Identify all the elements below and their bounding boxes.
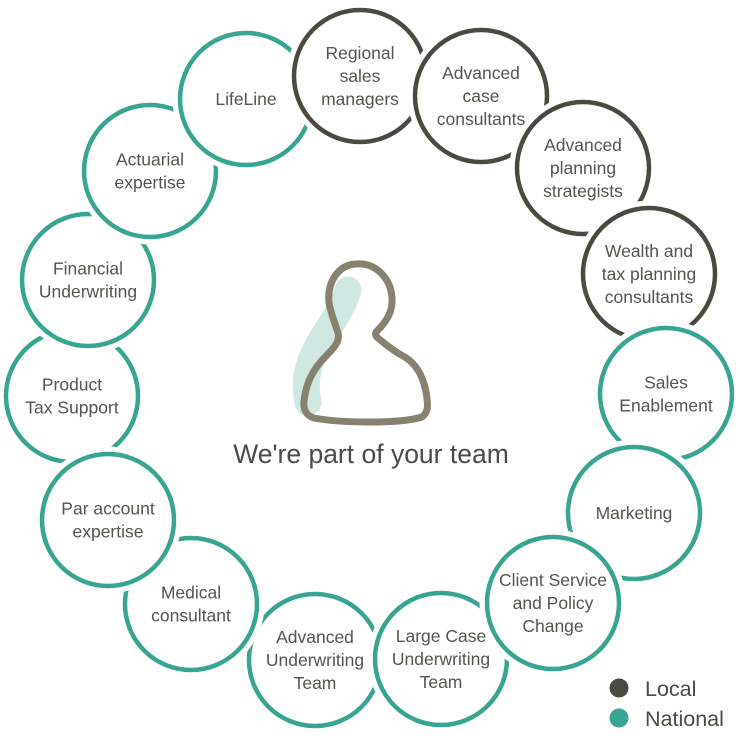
ring-item-label: LifeLine [215,89,276,109]
ring-item-label-line: Regional [325,43,394,63]
ring-item-advanced-planning-strategists: Advanced planning strategists [509,94,657,242]
ring-item-label-line: Financial [53,259,123,279]
ring-item-wealth-and-tax-planning-consultants: Wealth and tax planning consultants [575,200,723,348]
ring-item-label-line: case [463,86,500,106]
ring-item-label-line: LifeLine [215,89,276,109]
ring-item-label-line: Advanced [544,135,622,155]
ring-item-label-line: consultants [437,109,526,129]
ring-item-label-line: Underwriting [39,282,137,302]
ring-item-marketing: Marketing [560,439,708,587]
ring-item-label-line: expertise [114,173,185,193]
ring-item-label-line: consultants [605,287,694,307]
ring-item-circle-national [122,535,260,673]
ring-item-label-line: Tax Support [25,398,119,418]
ring-item-circle-national [19,211,157,349]
ring-item-label-line: Change [522,616,583,636]
ring-item-label: Advanced case consultants [437,63,526,129]
ring-item-label-line: Advanced [276,627,354,647]
ring-item-label-line: Marketing [596,503,673,523]
ring-item-label-line: Underwriting [266,650,364,670]
legend-national-label: National [645,707,724,731]
ring-item-label: Wealth and tax planning consultants [602,241,696,307]
ring-item-label: Actuarial expertise [114,150,185,193]
ring-item-regional-sales-managers: Regional sales managers [286,2,434,150]
ring-item-circle-local [412,27,550,165]
ring-item-label-line: Team [294,673,337,693]
ring-item-label-line: Wealth and [605,241,693,261]
ring-item-label-line: Product [42,375,102,395]
center-title: We're part of your team [233,439,509,469]
legend: Local National [609,677,724,731]
ring-item-label-line: Underwriting [392,649,490,669]
ring-item-circle-national [39,451,177,589]
ring-item-actuarial-expertise: Actuarial expertise [76,97,224,245]
ring-item-label-line: Team [420,672,463,692]
ring-item-label-line: Sales [644,373,688,393]
person-outline-icon [300,260,431,426]
ring-item-label-line: sales [340,66,381,86]
ring-item-label-line: Advanced [442,63,520,83]
legend-local-dot [609,678,629,698]
person-icon [292,260,431,426]
ring-item-label-line: planning [550,158,616,178]
ring-item-label-line: Large Case [396,626,486,646]
ring-item-par-account-expertise: Par account expertise [34,446,182,594]
ring-item-label-line: Client Service [499,570,607,590]
ring-item-label-line: Actuarial [116,150,184,170]
ring-item-label-line: Par account [61,499,155,519]
ring-item-label-line: and Policy [513,593,594,613]
ring-item-label-line: strategists [543,181,623,201]
ring-item-label-line: managers [321,89,399,109]
ring-item-label: Marketing [596,503,673,523]
ring-item-circle-national [81,102,219,240]
ring-item-label: Regional sales managers [321,43,399,109]
legend-national-dot [609,708,629,728]
ring-item-label-line: expertise [72,522,143,542]
ring-item-label: Advanced planning strategists [543,135,623,201]
ring-item-advanced-case-consultants: Advanced case consultants [407,22,555,170]
ring-item-circle-national [484,534,622,672]
ring-item-circle-local [514,99,652,237]
ring-item-label-line: tax planning [602,264,696,284]
ring-item-lifeline: LifeLine [172,25,320,173]
ring-item-label-line: consultant [151,606,231,626]
legend-local-label: Local [645,677,696,701]
ring-item-label-line: Medical [161,583,221,603]
ring-item-label: Medical consultant [151,583,231,626]
ring-item-circle-national [565,444,703,582]
ring-item-label: Par account expertise [61,499,155,542]
ring-item-label-line: Enablement [619,396,713,416]
